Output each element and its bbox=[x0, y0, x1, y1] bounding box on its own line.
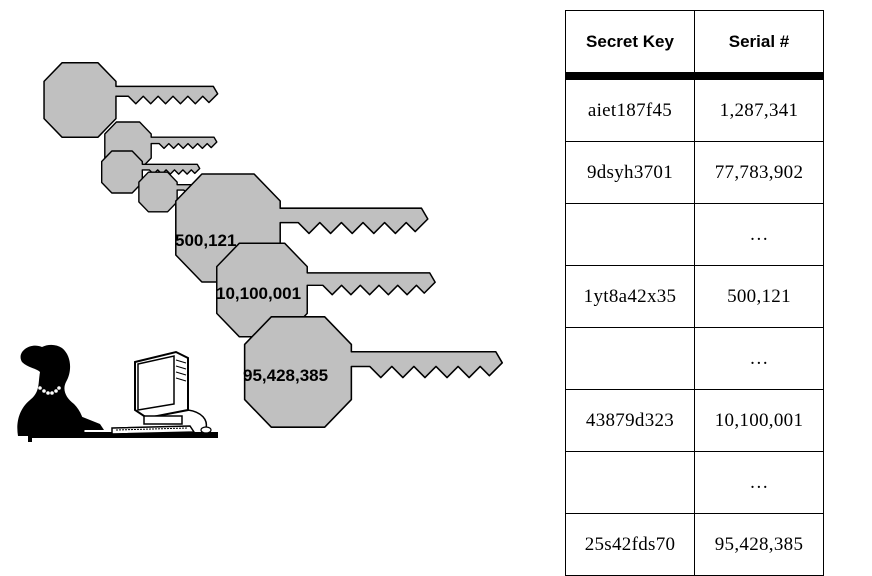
table-row: aiet187f45 1,287,341 bbox=[565, 75, 824, 142]
table-row: 43879d323 10,100,001 bbox=[565, 389, 824, 452]
serial-cell: 77,783,902 bbox=[694, 141, 824, 204]
column-header-serial: Serial # bbox=[694, 10, 824, 80]
serial-cell: 95,428,385 bbox=[694, 513, 824, 576]
table-row: … bbox=[565, 327, 824, 390]
serial-cell: … bbox=[694, 203, 824, 266]
secret-key-cell bbox=[565, 451, 695, 514]
column-header-secret-key: Secret Key bbox=[565, 10, 695, 80]
key-label-500121: 500,121 bbox=[175, 231, 236, 250]
serial-cell: … bbox=[694, 451, 824, 514]
serial-cell: 500,121 bbox=[694, 265, 824, 328]
keys-illustration: 500,121 10,100,001 95,428,385 bbox=[17, 62, 504, 442]
key-label-10100001: 10,100,001 bbox=[216, 284, 301, 303]
key-serial-table: Secret Key Serial # aiet187f45 1,287,341… bbox=[565, 10, 824, 576]
secret-key-cell bbox=[565, 327, 695, 390]
secret-key-cell bbox=[565, 203, 695, 266]
table-row: 9dsyh3701 77,783,902 bbox=[565, 141, 824, 204]
table-header-row: Secret Key Serial # bbox=[565, 10, 824, 80]
table-row: … bbox=[565, 203, 824, 266]
table-row: … bbox=[565, 451, 824, 514]
secret-key-cell: 1yt8a42x35 bbox=[565, 265, 695, 328]
serial-cell: 1,287,341 bbox=[694, 75, 824, 142]
serial-cell: 10,100,001 bbox=[694, 389, 824, 452]
table-row: 1yt8a42x35 500,121 bbox=[565, 265, 824, 328]
user-at-computer-icon bbox=[17, 344, 218, 442]
serial-cell: … bbox=[694, 327, 824, 390]
secret-key-cell: 43879d323 bbox=[565, 389, 695, 452]
table-row: 25s42fds70 95,428,385 bbox=[565, 513, 824, 576]
secret-key-cell: aiet187f45 bbox=[565, 75, 695, 142]
key-label-95428385: 95,428,385 bbox=[243, 366, 328, 385]
secret-key-cell: 25s42fds70 bbox=[565, 513, 695, 576]
secret-key-cell: 9dsyh3701 bbox=[565, 141, 695, 204]
